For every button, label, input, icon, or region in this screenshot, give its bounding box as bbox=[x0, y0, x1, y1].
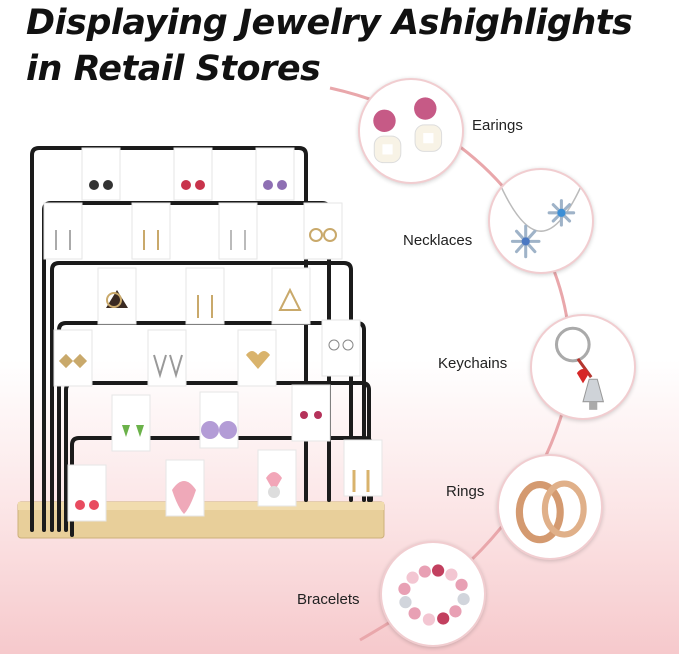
earrings-icon bbox=[373, 97, 443, 164]
jewelry-display-stand bbox=[17, 146, 385, 539]
rings-bubble bbox=[497, 454, 603, 560]
category-label-earings: Earings bbox=[472, 117, 523, 134]
title-line-1: Displaying Jewelry Ashighlights bbox=[26, 3, 633, 43]
keychains-bubble bbox=[530, 314, 636, 420]
title-line-2: in Retail Stores bbox=[26, 49, 321, 89]
category-label-keychains: Keychains bbox=[438, 355, 508, 372]
necklaces-bubble bbox=[488, 168, 594, 274]
earrings-bubble bbox=[358, 78, 464, 184]
category-label-bracelets: Bracelets bbox=[297, 591, 360, 608]
category-label-necklaces: Necklaces bbox=[403, 232, 473, 249]
page-title: Displaying Jewelry Ashighlights in Retai… bbox=[26, 0, 633, 92]
keychain-icon bbox=[554, 326, 605, 410]
rings-icon bbox=[515, 480, 587, 544]
necklace-icon bbox=[497, 179, 585, 259]
bracelet-icon bbox=[398, 564, 470, 626]
bracelets-bubble bbox=[380, 541, 486, 647]
category-label-rings: Rings bbox=[446, 483, 485, 500]
